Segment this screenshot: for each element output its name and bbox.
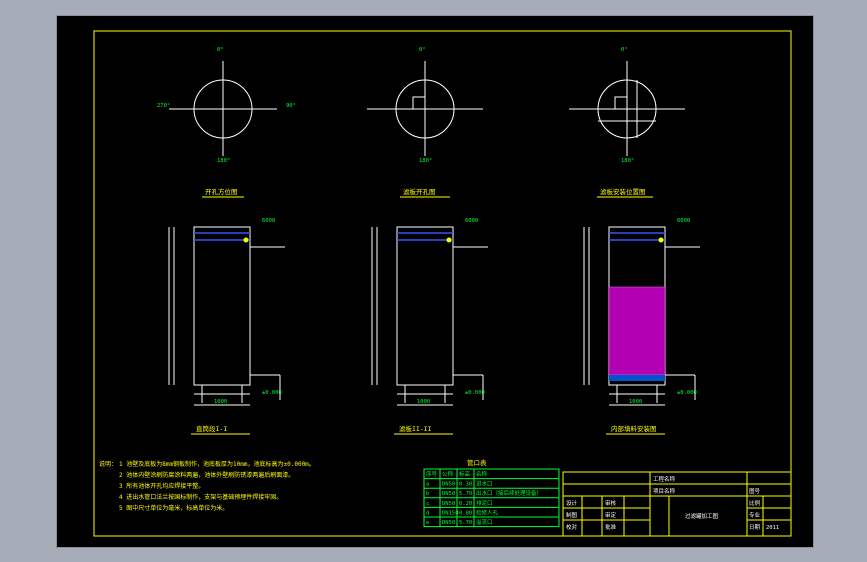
tb-project: 工程名称 [653, 475, 676, 483]
table-header-cell: 序号 [426, 470, 438, 478]
tank-shell [396, 226, 454, 386]
tb-role-2: 制图 [566, 511, 578, 519]
note-line-2: 2 池体内壁涂刷防腐涂料两遍，池体外壁刷防锈漆两遍后刷面漆。 [119, 471, 294, 479]
notes: 说明： 1 池壁及底板为8mm钢板制作，池底板厚为10mm，池底标高为±0.00… [99, 460, 315, 512]
tb-check-3: 批准 [605, 523, 617, 531]
table-cell: 出水口（接后续处理设备） [476, 489, 542, 497]
table-cell: 5.70 [459, 520, 472, 526]
tb-right-1: 图号 [749, 487, 761, 495]
note-line-4: 4 进出水管口法兰按国标制作，支架与基础预埋件焊接牢固。 [119, 493, 282, 501]
angle-bottom: 180° [217, 158, 230, 164]
table-cell: 0.20 [459, 501, 472, 507]
elevation-bottom: ±0.000 [677, 390, 697, 396]
view-title-3: 滤板安装位置图 [600, 187, 646, 196]
table-cell: DN50 [442, 520, 455, 526]
table-cell: DN50 [442, 482, 455, 488]
plan-view-3: 0° 180° 滤板安装位置图 [569, 47, 685, 198]
tb-drawing-name: 过滤罐加工图 [685, 512, 719, 520]
table-header-cell: 公称 [442, 470, 454, 478]
section-view-3: 内部填料安装图 1000 6000 ±0.000 [583, 218, 700, 435]
tank-shell [193, 226, 251, 386]
table-cell: d [426, 510, 429, 516]
section-view-2: 滤板II-II 1000 6000 ±0.000 [371, 218, 488, 435]
table-cell: c [426, 501, 429, 507]
width-dimension: 1000 [629, 399, 642, 405]
width-dimension: 1000 [417, 399, 430, 405]
angle-top: 0° [217, 47, 224, 53]
tb-right-3: 专业 [749, 511, 761, 519]
cad-model-viewport[interactable]: 0° 270° 90° 180° 开孔方位图 0° 180° 滤板开孔图 0° … [56, 15, 814, 548]
table-cell: 溢流口 [476, 518, 493, 526]
angle-left: 270° [157, 103, 170, 109]
section-title-3: 内部填料安装图 [611, 424, 657, 433]
table-cell: DN150 [442, 510, 459, 516]
tb-role-3: 校对 [566, 523, 578, 531]
tb-right-2: 比例 [749, 499, 761, 507]
elevation-bottom: ±0.000 [262, 390, 282, 396]
note-line-5: 5 图中尺寸单位为毫米，标高单位为米。 [119, 504, 228, 512]
width-dimension: 1000 [214, 399, 227, 405]
nozzle-table-title: 管口表 [467, 458, 487, 467]
section-title-1: 直筒段I-I [196, 424, 227, 433]
table-cell: 0.80 [459, 510, 472, 516]
angle-bottom-3: 180° [621, 158, 634, 164]
tb-subproject: 项目名称 [653, 487, 676, 495]
table-cell: a [426, 482, 429, 488]
table-cell: b [426, 491, 429, 497]
table-cell: 进水口 [476, 480, 493, 488]
elevation-top: 6000 [677, 218, 690, 224]
nozzle-flange [446, 237, 452, 243]
tb-role-1: 设计 [566, 499, 578, 507]
table-header-cell: 名称 [476, 470, 488, 478]
filter-media [608, 286, 666, 376]
tb-check-1: 审核 [605, 499, 617, 507]
table-cell: 排泥口 [476, 499, 493, 507]
drawing-border [93, 30, 792, 537]
table-cell: 0.30 [459, 482, 472, 488]
plan-view-1: 0° 270° 90° 180° 开孔方位图 [157, 47, 296, 198]
note-line-3: 3 所有池体开孔均应焊接平整。 [119, 482, 204, 490]
section-title-2: 滤板II-II [399, 424, 432, 433]
nozzle-flange [658, 237, 664, 243]
elevation-top: 6000 [465, 218, 478, 224]
view-title-2: 滤板开孔图 [403, 187, 436, 196]
support-layer [609, 375, 665, 381]
notes-heading: 说明： [99, 460, 117, 468]
table-header-cell: 标高 [459, 470, 471, 478]
section-view-1: 直筒段I-I 1000 6000 ±0.000 [168, 218, 285, 435]
angle-bottom-2: 180° [419, 158, 432, 164]
tb-check-2: 审定 [605, 511, 617, 519]
view-title-1: 开孔方位图 [205, 187, 238, 196]
title-block: 工程名称 项目名称 过滤罐加工图 设计 制图 校对 审核 审定 批准 图号 比例… [562, 471, 792, 537]
table-cell: e [426, 520, 429, 526]
plan-view-2: 0° 180° 滤板开孔图 [367, 47, 483, 198]
table-cell: 检修人孔 [476, 508, 499, 516]
angle-top-3: 0° [621, 47, 628, 53]
drawing-canvas[interactable]: 0° 270° 90° 180° 开孔方位图 0° 180° 滤板开孔图 0° … [57, 16, 815, 549]
elevation-bottom: ±0.000 [465, 390, 485, 396]
note-line-1: 1 池壁及底板为8mm钢板制作，池底板厚为10mm，池底标高为±0.000m。 [119, 460, 315, 468]
table-cell: DN50 [442, 501, 455, 507]
table-cell: 5.70 [459, 491, 472, 497]
table-cell: DN50 [442, 491, 455, 497]
elevation-top: 6000 [262, 218, 275, 224]
angle-right: 90° [286, 103, 296, 109]
nozzle-flange [243, 237, 249, 243]
angle-top-2: 0° [419, 47, 426, 53]
tb-right-value-4: 2011 [766, 525, 779, 531]
tb-right-4: 日期 [749, 524, 761, 531]
